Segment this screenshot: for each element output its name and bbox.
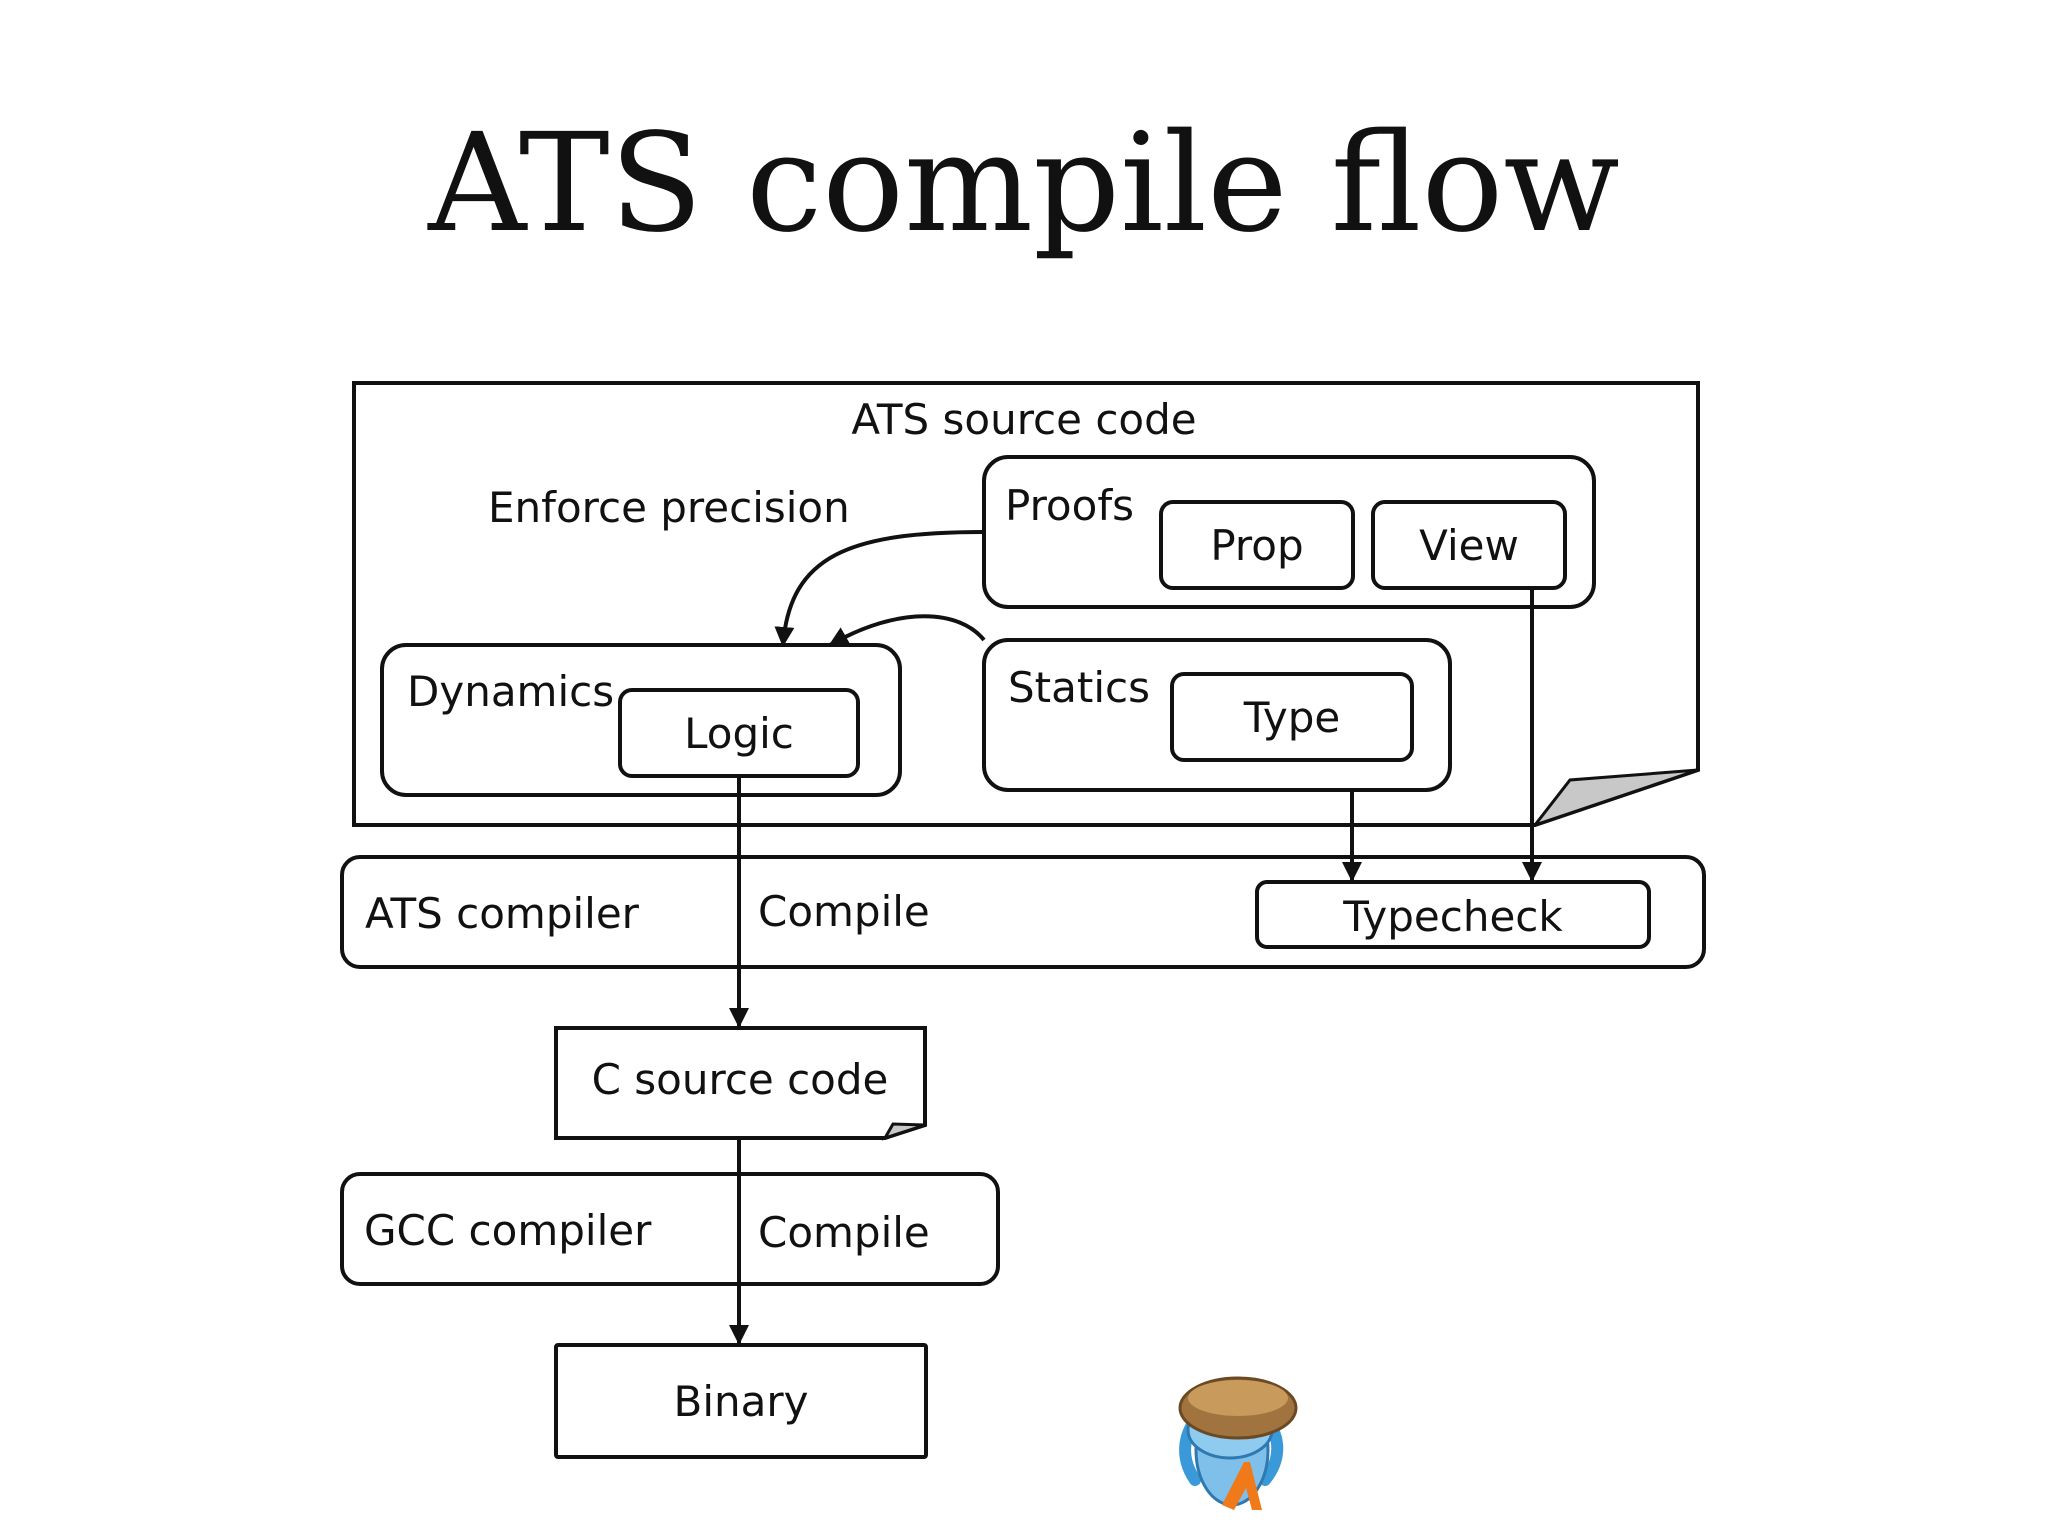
logic-label: Logic <box>684 709 794 758</box>
typecheck-box <box>1255 880 1651 949</box>
type-label: Type <box>1243 693 1340 742</box>
view-label: View <box>1419 521 1519 570</box>
gcc-compiler-box <box>340 1172 1000 1286</box>
type-box <box>1170 672 1414 762</box>
arrow-proofs-to-logic <box>774 530 985 647</box>
slide-title: ATS compile flow <box>427 105 1620 263</box>
binary-label: Binary <box>674 1377 809 1426</box>
prop-label: Prop <box>1210 521 1303 570</box>
compile-label-ats: Compile <box>758 887 930 936</box>
gcc-compiler-label: GCC compiler <box>364 1206 652 1255</box>
typecheck-label: Typecheck <box>1342 892 1563 941</box>
enforce-precision-label: Enforce precision <box>488 483 850 532</box>
proofs-label: Proofs <box>1005 481 1134 530</box>
prop-box <box>1159 500 1355 590</box>
arrow-statics-to-logic <box>828 614 986 647</box>
compile-label-gcc: Compile <box>758 1208 930 1257</box>
binary-box <box>554 1343 928 1459</box>
ats-mascot-icon <box>1178 1376 1298 1510</box>
statics-label: Statics <box>1008 663 1150 712</box>
c-source-label: C source code <box>592 1055 889 1104</box>
ats-compiler-label: ATS compiler <box>365 889 640 938</box>
ats-source-label: ATS source code <box>851 395 1196 444</box>
dynamics-label: Dynamics <box>407 667 614 716</box>
view-box <box>1371 500 1567 590</box>
